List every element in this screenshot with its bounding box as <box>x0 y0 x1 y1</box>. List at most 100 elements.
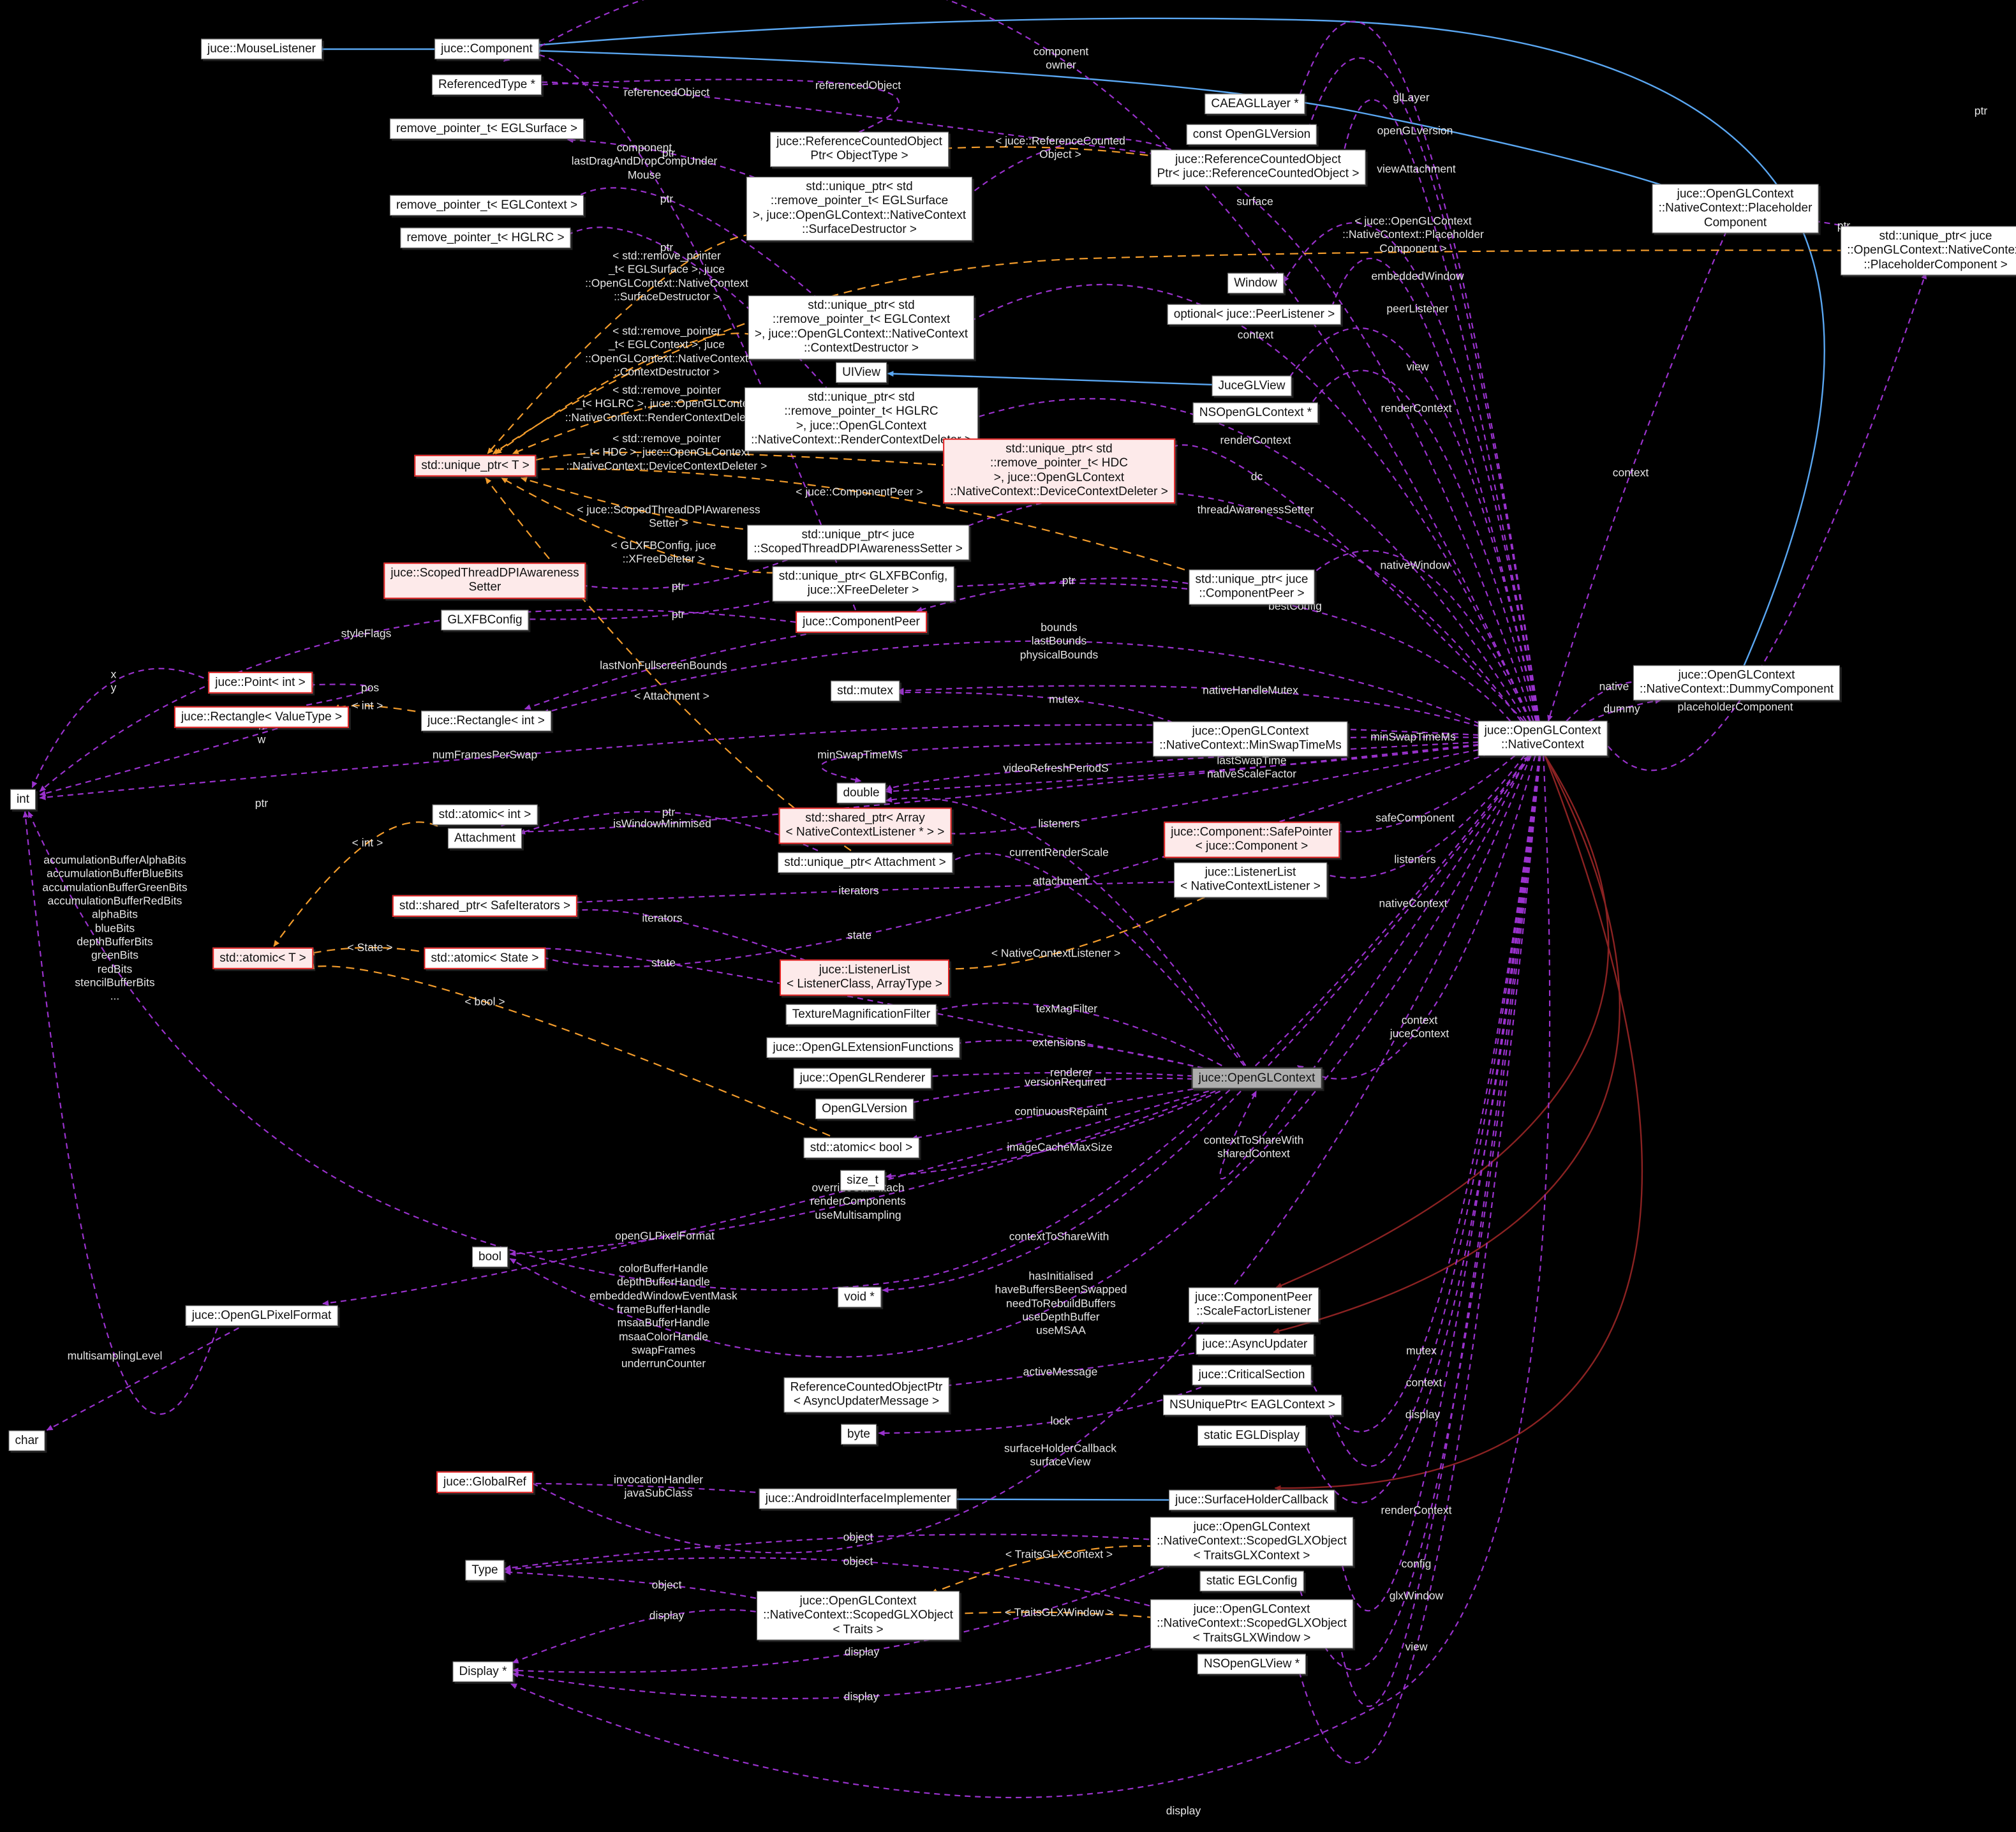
node-nsopenglcontext[interactable]: NSOpenGLContext * <box>1192 402 1319 424</box>
node-shared-safeiterators[interactable]: std::shared_ptr< SafeIterators > <box>392 895 578 918</box>
edge-openglcontext-to-atomic-state <box>528 948 1204 1069</box>
node-nsopenglview[interactable]: NSOpenGLView * <box>1197 1653 1307 1675</box>
node-up-placeholder[interactable]: std::unique_ptr< juce ::OpenGLContext::N… <box>1841 226 2016 276</box>
node-up-componentpeer[interactable]: std::unique_ptr< juce ::ComponentPeer > <box>1189 569 1315 605</box>
node-glxfbconfig[interactable]: GLXFBConfig <box>441 609 529 631</box>
edge-up-eglcontext-to-up-t <box>495 332 767 454</box>
node-component-peer[interactable]: juce::ComponentPeer <box>796 611 927 634</box>
edge-nativecontext-to-up-eglcontext <box>956 283 1531 722</box>
node-std-mutex[interactable]: std::mutex <box>831 680 900 702</box>
edge-point-int-to-int <box>31 667 214 788</box>
edge-openglcontext-to-openglversion <box>906 1077 1204 1105</box>
edge-up-componentpeer-to-component-peer <box>915 577 1199 613</box>
node-size-t[interactable]: size_t <box>840 1170 885 1191</box>
node-texmag[interactable]: TextureMagnificationFilter <box>785 1004 937 1025</box>
node-listenerlist-ncl[interactable]: juce::ListenerList < NativeContextListen… <box>1174 862 1327 898</box>
edge-nativecontext-to-static-eglconfig <box>1294 755 1541 1671</box>
node-rp-hglrc[interactable]: remove_pointer_t< HGLRC > <box>400 227 571 249</box>
edge-nativecontext-to-globalref <box>526 755 1532 1554</box>
node-type[interactable]: Type <box>465 1560 505 1581</box>
node-criticalsection[interactable]: juce::CriticalSection <box>1192 1364 1312 1386</box>
node-openglpixelformat[interactable]: juce::OpenGLPixelFormat <box>185 1305 338 1327</box>
node-bool[interactable]: bool <box>472 1246 508 1268</box>
edge-nativecontext-to-component <box>533 0 1531 722</box>
node-up-eglcontext[interactable]: std::unique_ptr< std ::remove_pointer_t<… <box>748 295 975 359</box>
edge-nativecontext-to-scalefactorlistener <box>1275 755 1610 1289</box>
node-atomic-int[interactable]: std::atomic< int > <box>432 804 538 826</box>
edge-up-attachment-to-attachment <box>519 810 819 852</box>
node-shared-array[interactable]: std::shared_ptr< Array < NativeContextLi… <box>778 807 952 844</box>
node-sglx-traits[interactable]: juce::OpenGLContext ::NativeContext::Sco… <box>757 1591 960 1641</box>
node-renderer-node[interactable]: juce::OpenGLRenderer <box>793 1068 932 1089</box>
edge-nativecontext-to-nsuniqueptr <box>1322 755 1541 1467</box>
node-up-hdc[interactable]: std::unique_ptr< std ::remove_pointer_t<… <box>943 438 1175 503</box>
node-scoped-dpi[interactable]: juce::ScopedThreadDPIAwareness Setter <box>383 562 586 599</box>
node-placeholder-comp[interactable]: juce::OpenGLContext ::NativeContext::Pla… <box>1652 184 1819 234</box>
node-nativecontext[interactable]: juce::OpenGLContext ::NativeContext <box>1478 720 1608 756</box>
node-scalefactorlistener[interactable]: juce::ComponentPeer ::ScaleFactorListene… <box>1189 1287 1319 1323</box>
node-listenerlist-lc[interactable]: juce::ListenerList < ListenerClass, Arra… <box>780 959 949 996</box>
node-nsuniqueptr[interactable]: NSUniquePtr< EAGLContext > <box>1163 1394 1342 1416</box>
node-rect-valuetype[interactable]: juce::Rectangle< ValueType > <box>174 706 350 729</box>
node-android-ii[interactable]: juce::AndroidInterfaceImplementer <box>759 1488 958 1510</box>
node-mouse-listener[interactable]: juce::MouseListener <box>200 38 323 60</box>
edge-nativecontext-to-atomic-int <box>497 743 1490 833</box>
node-atomic-t[interactable]: std::atomic< T > <box>212 947 313 970</box>
edge-sglx-context-to-sglx-traits <box>930 1545 1170 1595</box>
node-up-attachment[interactable]: std::unique_ptr< Attachment > <box>778 852 952 874</box>
node-rp-eglsurface[interactable]: remove_pointer_t< EGLSurface > <box>389 118 584 140</box>
node-up-scopeddpi[interactable]: std::unique_ptr< juce ::ScopedThreadDPIA… <box>747 525 969 560</box>
node-sglx-context[interactable]: juce::OpenGLContext ::NativeContext::Sco… <box>1150 1517 1353 1567</box>
edge-rcop-rco-to-rcop-objecttype <box>935 145 1176 160</box>
node-up-t[interactable]: std::unique_ptr< T > <box>414 454 537 477</box>
node-atomic-state[interactable]: std::atomic< State > <box>424 947 546 970</box>
node-asyncupdater[interactable]: juce::AsyncUpdater <box>1196 1334 1314 1355</box>
node-window[interactable]: Window <box>1227 272 1284 294</box>
node-dummy-comp[interactable]: juce::OpenGLContext ::NativeContext::Dum… <box>1633 665 1841 701</box>
node-int[interactable]: int <box>10 789 36 810</box>
edge-nativecontext-to-dummy-comp <box>1589 698 1662 722</box>
edge-nativecontext-to-int <box>39 724 1490 801</box>
node-static-eglconfig[interactable]: static EGLConfig <box>1199 1570 1304 1592</box>
node-char[interactable]: char <box>8 1430 45 1452</box>
node-rect-int[interactable]: juce::Rectangle< int > <box>421 710 551 732</box>
node-atomic-bool[interactable]: std::atomic< bool > <box>803 1137 919 1159</box>
node-point-int[interactable]: juce::Point< int > <box>208 671 313 694</box>
node-minswap[interactable]: juce::OpenGLContext ::NativeContext::Min… <box>1153 721 1348 757</box>
node-globalref[interactable]: juce::GlobalRef <box>436 1471 533 1494</box>
node-sglx-window[interactable]: juce::OpenGLContext ::NativeContext::Sco… <box>1150 1599 1353 1649</box>
node-optional-peerlistener[interactable]: optional< juce::PeerListener > <box>1167 304 1342 325</box>
edge-android-ii-to-globalref <box>526 1480 776 1495</box>
edge-sglx-window-to-sglx-traits <box>940 1611 1170 1620</box>
node-rcop-objecttype[interactable]: juce::ReferenceCountedObject Ptr< Object… <box>770 131 949 167</box>
node-jucegllview[interactable]: JuceGLView <box>1212 375 1292 397</box>
node-void-ptr[interactable]: void * <box>838 1286 881 1308</box>
edge-sglx-traits-to-type <box>504 1569 776 1604</box>
node-double[interactable]: double <box>836 782 886 804</box>
node-up-eglsurface[interactable]: std::unique_ptr< std ::remove_pointer_t<… <box>746 177 973 241</box>
node-openglversion[interactable]: OpenGLVersion <box>815 1098 914 1120</box>
node-rcop-rco[interactable]: juce::ReferenceCountedObject Ptr< juce::… <box>1150 149 1366 185</box>
node-extfuncs[interactable]: juce::OpenGLExtensionFunctions <box>766 1037 960 1059</box>
node-openglcontext[interactable]: juce::OpenGLContext <box>1191 1067 1323 1090</box>
node-byte[interactable]: byte <box>841 1424 877 1445</box>
node-caeagllayer[interactable]: CAEAGLLayer * <box>1204 93 1305 115</box>
node-safepointer[interactable]: juce::Component::SafePointer < juce::Com… <box>1164 821 1340 858</box>
node-up-hglrc[interactable]: std::unique_ptr< std ::remove_pointer_t<… <box>745 387 978 451</box>
node-surfaceholder[interactable]: juce::SurfaceHolderCallback <box>1169 1489 1335 1511</box>
node-rp-eglcontext[interactable]: remove_pointer_t< EGLContext > <box>389 195 584 216</box>
node-uiview[interactable]: UIView <box>836 362 887 384</box>
edge-nativecontext-to-surfaceholder <box>1274 755 1643 1491</box>
edge-nativecontext-to-sglx-context <box>1332 755 1541 1612</box>
node-referenced-type[interactable]: ReferencedType * <box>431 74 542 96</box>
node-display-ptr[interactable]: Display * <box>452 1661 514 1683</box>
edge-sglx-context-to-type <box>504 1533 1170 1571</box>
node-up-glxfbconfig[interactable]: std::unique_ptr< GLXFBConfig, juce::XFre… <box>772 566 954 602</box>
node-rcop-async[interactable]: ReferenceCountedObjectPtr < AsyncUpdater… <box>783 1377 949 1413</box>
node-const-openglversion[interactable]: const OpenGLVersion <box>1186 124 1317 145</box>
node-component[interactable]: juce::Component <box>434 38 539 60</box>
edge-nativecontext-to-jucegllview <box>1286 327 1538 722</box>
node-static-egldisplay[interactable]: static EGLDisplay <box>1197 1425 1306 1447</box>
node-attachment[interactable]: Attachment <box>447 828 523 849</box>
